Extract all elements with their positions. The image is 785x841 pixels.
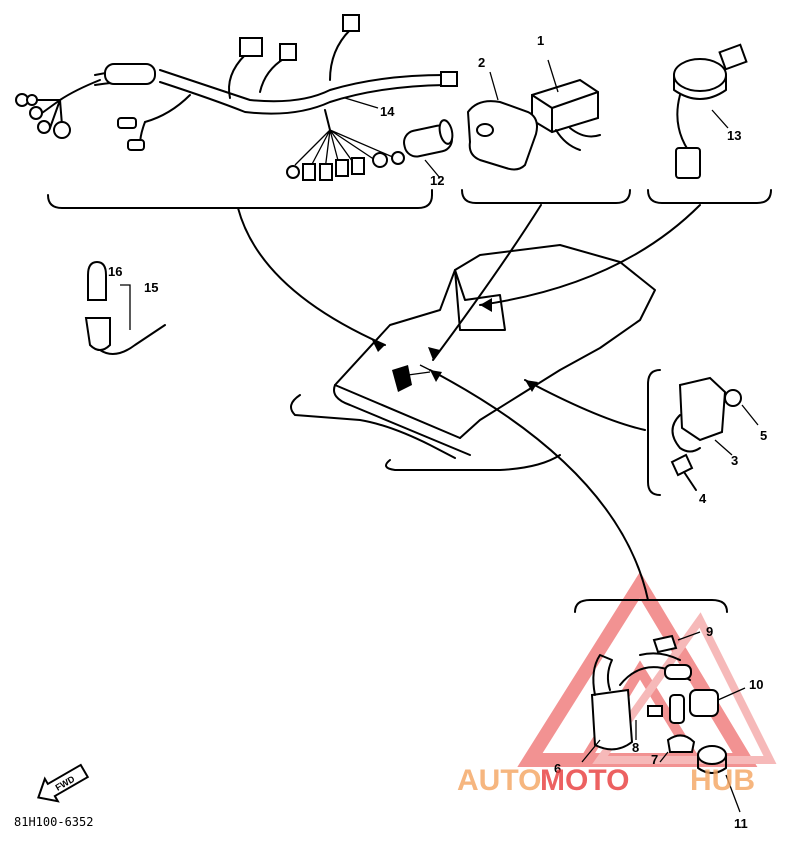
watermark-moto: MOTO [540,764,629,797]
callout-15: 15 [144,280,158,295]
callout-5: 5 [760,428,767,443]
group-bracket-coil [574,599,728,613]
callout-2: 2 [478,55,485,70]
main-switch-13 [673,43,748,179]
connector-12 [403,119,454,179]
callout-12: 12 [430,173,444,188]
forward-arrow: FWD [37,763,90,803]
group-bracket-cdi [461,189,631,204]
callout-7: 7 [651,752,658,767]
cdi-unit-1 [531,59,601,151]
callout-11: 11 [734,816,748,831]
drawing-code: 81H100-6352 [14,815,93,829]
snowmobile-body [290,244,656,471]
callout-10: 10 [749,677,763,692]
callout-9: 9 [706,624,713,639]
bulb-socket-15 [84,260,166,355]
cap-11 [697,745,741,813]
callout-13: 13 [727,128,741,143]
part-10 [717,687,746,701]
callout-8: 8 [632,740,639,755]
group-bracket-switch [647,189,772,204]
rectifier-3 [671,376,733,456]
watermark-text: AUTO MOTO HUB [457,764,755,797]
nut-5 [724,389,759,426]
callout-14: 14 [380,104,395,119]
group-bracket-rectifier [647,369,661,496]
part-9 [652,631,701,654]
callout-1: 1 [537,33,544,48]
callout-3: 3 [731,453,738,468]
callout-4: 4 [699,491,707,506]
group-bracket-harness [47,189,433,209]
plug-cap-7 [659,734,696,763]
watermark-auto: AUTO [457,764,541,797]
callout-16: 16 [108,264,122,279]
bracket-2 [466,71,538,171]
leader-lines [237,204,701,601]
watermark-hub: HUB [690,764,755,797]
callout-6: 6 [554,761,561,776]
bolt-8 [635,705,663,740]
callout-labels: 1 2 3 4 5 6 7 8 9 10 11 12 13 14 15 16 [108,33,767,831]
watermark-logo [517,571,777,767]
bolt-4 [670,453,697,491]
ignition-coil-6 [581,652,719,763]
wire-harness [15,14,458,181]
